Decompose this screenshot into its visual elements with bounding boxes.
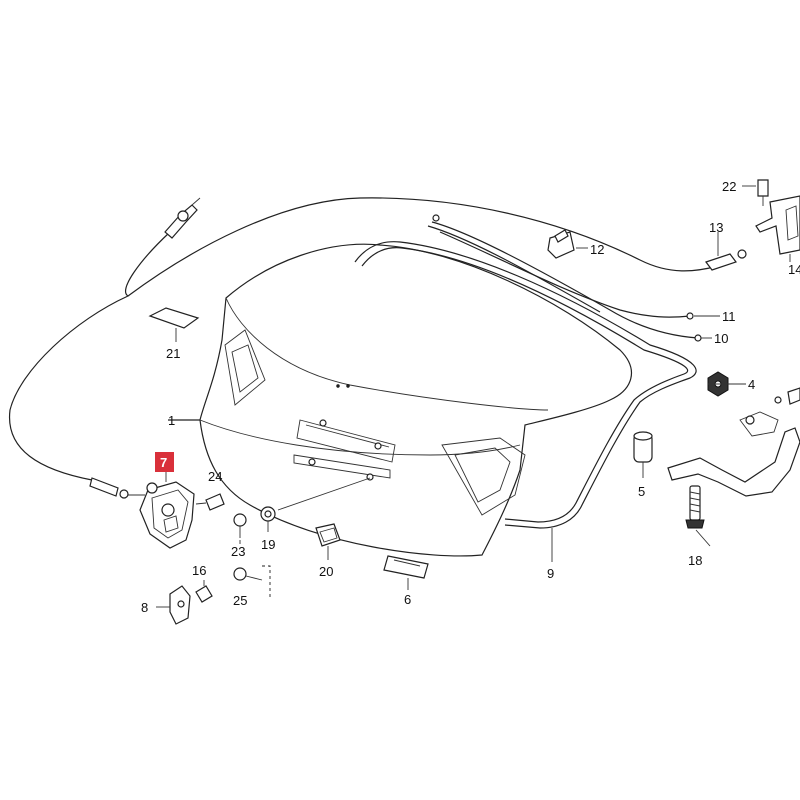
part-19-screw <box>260 477 371 532</box>
label-5: 5 <box>638 484 645 499</box>
label-23: 23 <box>231 544 245 559</box>
part-23-screw <box>233 513 247 538</box>
label-21: 21 <box>166 346 180 361</box>
label-8: 8 <box>141 600 148 615</box>
label-16: 16 <box>192 563 206 578</box>
part-12-clip <box>547 229 588 259</box>
part-24-bolt <box>195 493 225 511</box>
leader-lines <box>239 383 746 547</box>
label-7-highlight: 7 <box>155 452 174 472</box>
part-18-bolt <box>685 485 705 529</box>
part-8-bracket <box>156 585 191 625</box>
hinge-assembly <box>667 387 800 497</box>
part-16-bolt <box>195 580 213 603</box>
label-12: 12 <box>590 242 604 257</box>
label-6: 6 <box>404 592 411 607</box>
label-19: 19 <box>261 537 275 552</box>
label-18: 18 <box>688 553 702 568</box>
label-9: 9 <box>547 566 554 581</box>
part-14-bracket <box>755 195 800 262</box>
label-13: 13 <box>709 220 723 235</box>
license-bracket <box>293 419 396 481</box>
label-4: 4 <box>748 377 755 392</box>
part-13-cable-end <box>705 232 747 271</box>
label-1: 1 <box>168 413 175 428</box>
part-22-bolt <box>742 179 769 206</box>
part-6-emblem <box>383 555 429 590</box>
label-25: 25 <box>233 593 247 608</box>
label-10: 10 <box>714 331 728 346</box>
label-11: 11 <box>722 309 736 324</box>
weatherstrip <box>354 241 697 562</box>
label-7: 7 <box>160 455 167 470</box>
latch-assembly <box>125 472 195 549</box>
part-25-bolt <box>233 567 263 581</box>
release-cable <box>8 197 719 481</box>
label-14: 14 <box>788 262 800 277</box>
part-5-stopper <box>633 431 653 478</box>
label-24: 24 <box>208 469 222 484</box>
label-20: 20 <box>319 564 333 579</box>
part-20-switch <box>315 523 341 560</box>
cable-end-top <box>164 197 201 239</box>
cable-end-left <box>89 477 129 499</box>
rods <box>427 214 720 342</box>
label-22: 22 <box>722 179 736 194</box>
dashed-leader <box>262 565 271 600</box>
part-21-pad <box>148 307 200 342</box>
